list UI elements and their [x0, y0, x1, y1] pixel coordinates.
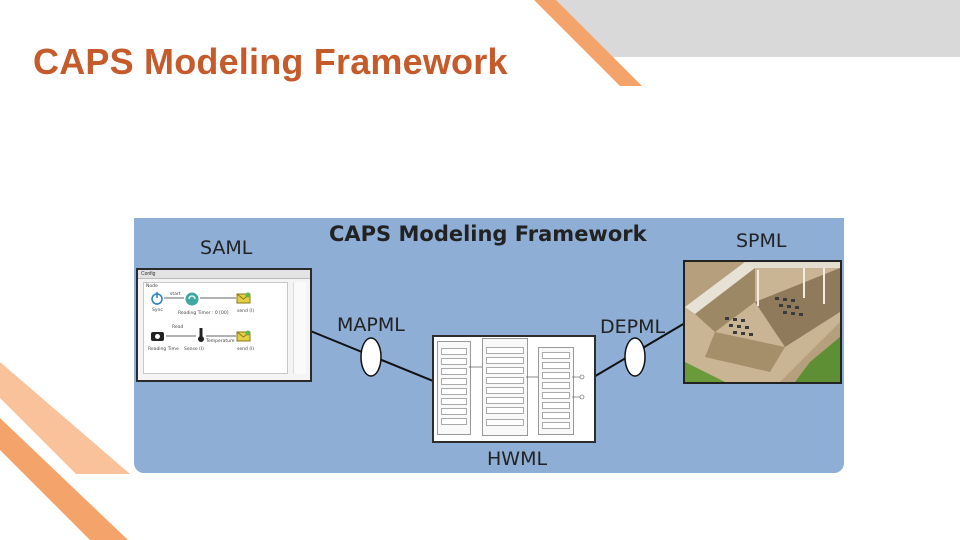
- saml-node-label: Sync: [152, 308, 163, 313]
- hwml-column: [437, 341, 471, 435]
- saml-node-label: Sense (I): [184, 347, 204, 352]
- building-floorplan-image: [685, 262, 840, 382]
- hwml-model-window: [432, 335, 596, 443]
- depml-ellipse: [624, 337, 646, 377]
- label-spml: SPML: [736, 230, 787, 252]
- model-connectors: [307, 322, 686, 384]
- slide-title: CAPS Modeling Framework: [33, 41, 508, 82]
- corner-orange-stripe-lower: [0, 418, 128, 540]
- hwml-links: [469, 366, 585, 400]
- saml-canvas: Node start Sync Reading Timer : 0 [00] s…: [143, 282, 288, 374]
- saml-node-label: send (I): [237, 347, 255, 352]
- hwml-column: [482, 338, 528, 436]
- saml-node-title: Node: [146, 284, 158, 289]
- figure-title: CAPS Modeling Framework: [329, 222, 647, 246]
- header-orange-stripe: [534, 0, 642, 86]
- envelope-icon: [236, 330, 251, 342]
- caps-framework-figure: CAPS Modeling Framework SAML SPML MAPML …: [134, 218, 844, 473]
- sync-icon: [185, 292, 199, 306]
- hwml-column: [538, 347, 574, 435]
- saml-model-window: Config Node start Sync Reading Timer : 0…: [136, 268, 312, 382]
- header-gray-bar: [556, 0, 960, 57]
- camera-icon: [151, 332, 164, 341]
- label-mapml: MAPML: [337, 314, 405, 336]
- saml-node-label: Reading Timer : 0 [00]: [178, 311, 229, 316]
- saml-scrollbar: [293, 282, 306, 374]
- label-depml: DEPML: [600, 316, 666, 338]
- power-icon: [151, 292, 163, 305]
- mapml-ellipse: [360, 337, 382, 377]
- saml-node-label: send (I): [237, 309, 255, 314]
- saml-node-label: Read: [172, 325, 184, 330]
- corner-orange-stripe-upper: [0, 362, 130, 474]
- saml-node-label: Temperature: [206, 339, 235, 344]
- saml-node-links: [164, 297, 236, 337]
- spml-building-view: [683, 260, 842, 384]
- label-saml: SAML: [200, 237, 253, 259]
- saml-node-label: start: [170, 292, 181, 297]
- saml-node-label: Reading Time: [148, 347, 179, 352]
- thermometer-icon: [198, 328, 204, 342]
- label-hwml: HWML: [487, 448, 548, 470]
- envelope-icon: [236, 292, 251, 304]
- saml-window-title: Config: [138, 270, 310, 279]
